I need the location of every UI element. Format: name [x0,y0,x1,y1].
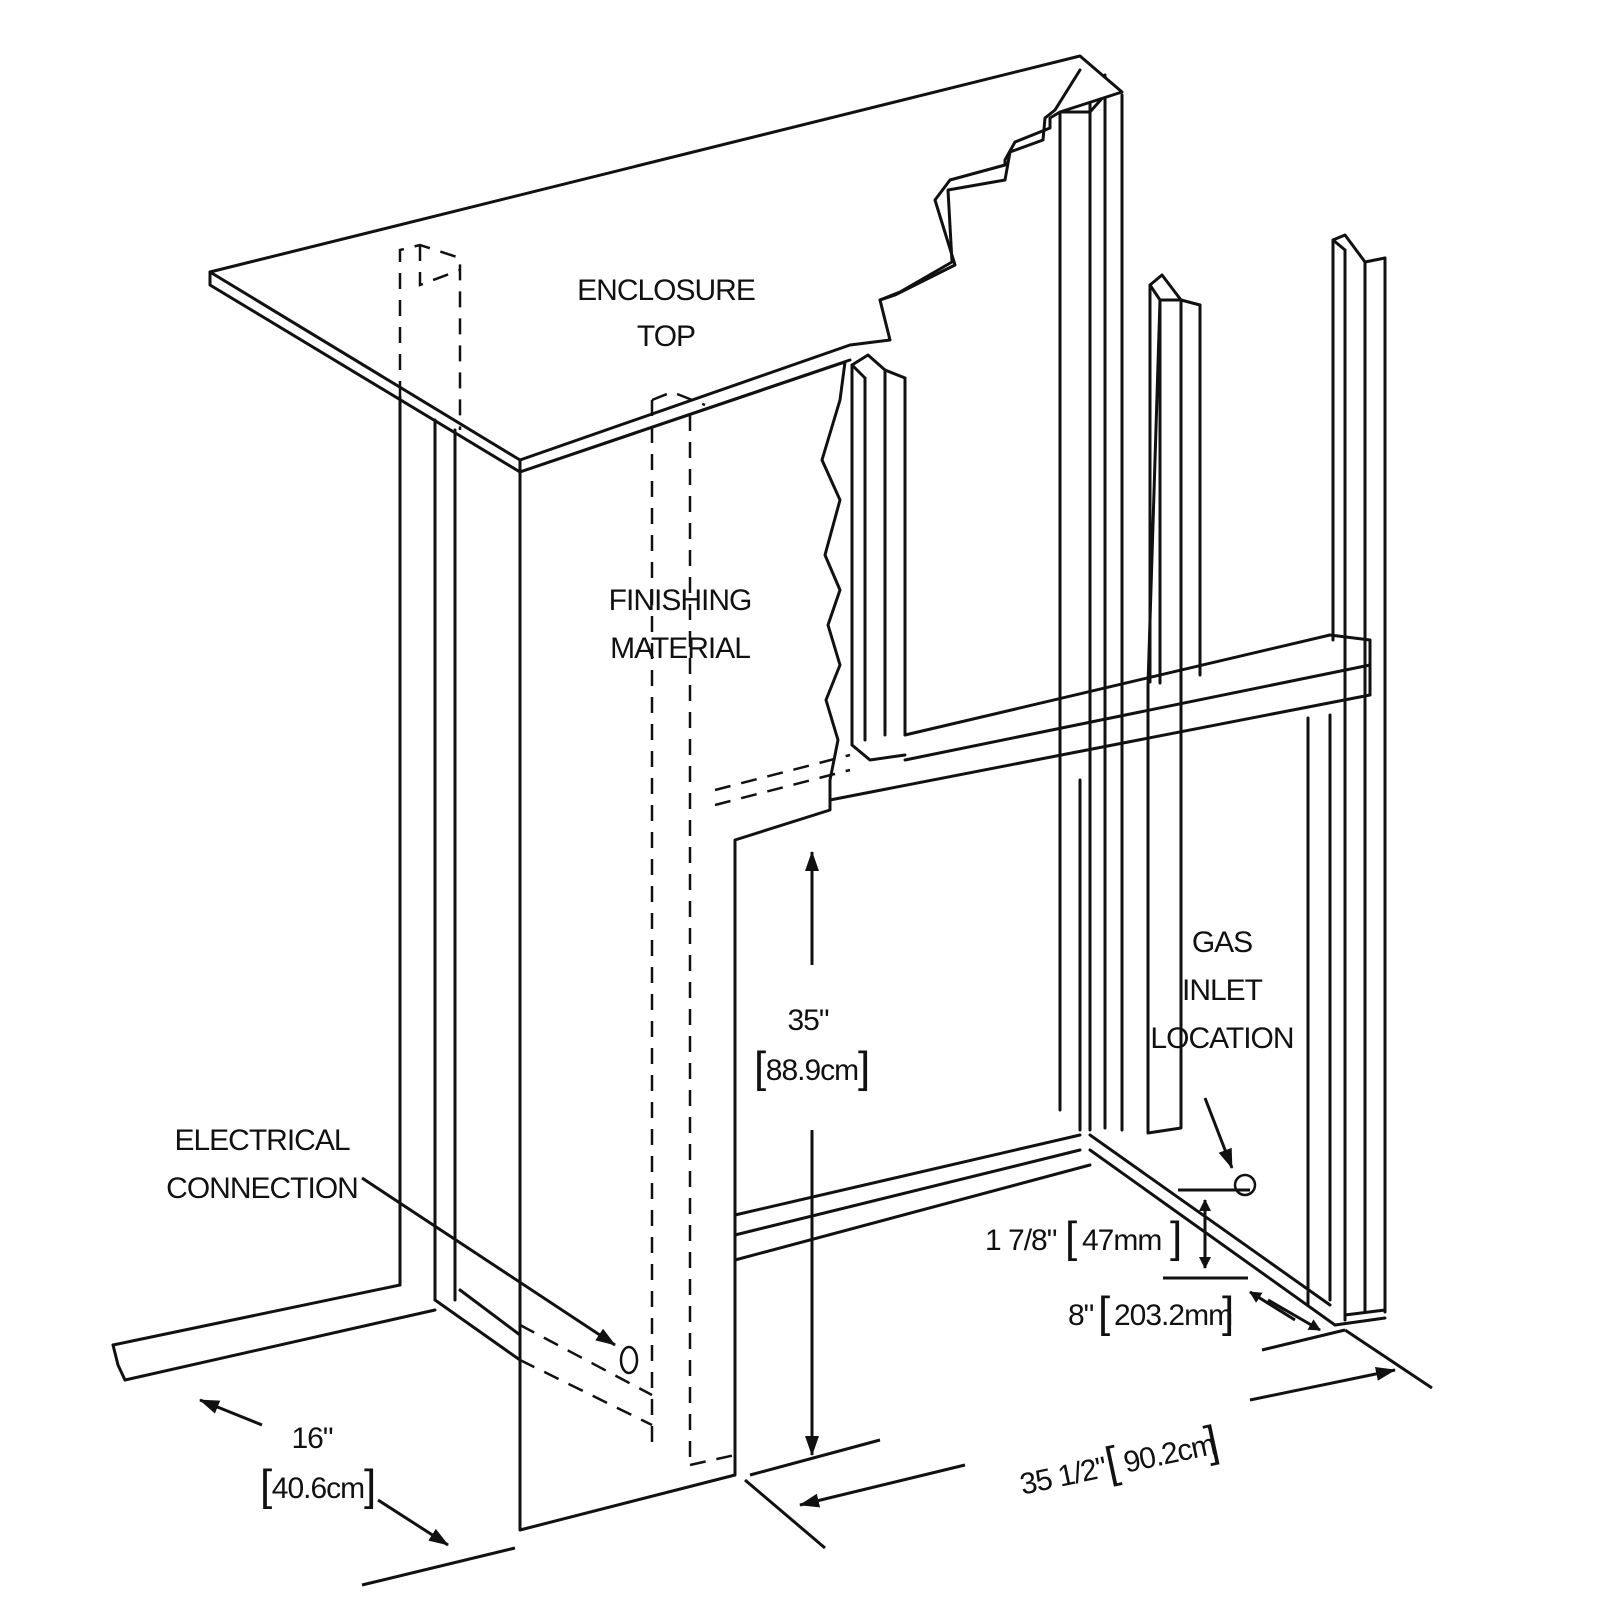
svg-text:8": 8" [1068,1299,1094,1332]
svg-text:INLET: INLET [1182,974,1263,1007]
label-finishing-material: FINISHING MATERIAL [609,584,753,665]
svg-text:ENCLOSURE: ENCLOSURE [577,274,755,307]
svg-text:88.9cm: 88.9cm [766,1054,858,1087]
svg-text:CONNECTION: CONNECTION [166,1172,358,1205]
dimension-height: 35" [ 88.9cm ] [749,851,881,1477]
svg-text:[: [ [1065,1213,1077,1262]
svg-text:203.2mm: 203.2mm [1114,1299,1232,1332]
dimension-depth: 16" [ 40.6cm ] [199,1398,516,1587]
finishing-panel [518,353,907,1532]
label-enclosure-top: ENCLOSURE TOP [577,274,756,353]
svg-text:[: [ [1098,1288,1110,1337]
svg-text:ELECTRICAL: ELECTRICAL [174,1124,349,1157]
svg-text:MATERIAL: MATERIAL [610,632,750,665]
svg-text:]: ] [1170,1213,1182,1262]
svg-text:[: [ [260,1461,272,1510]
svg-text:LOCATION: LOCATION [1150,1022,1293,1055]
right-framing [828,73,1387,1327]
firebox-opening [733,1133,1092,1262]
svg-text:35": 35" [787,1004,828,1037]
enclosure-top [208,54,1124,474]
svg-text:]: ] [858,1043,870,1092]
svg-text:GAS: GAS [1192,926,1252,959]
dimension-gas-offset: 8" [ 203.2mm ] [1068,1288,1346,1352]
svg-text:]: ] [1222,1288,1234,1337]
svg-text:FINISHING: FINISHING [609,584,752,617]
label-electrical-connection: ELECTRICAL CONNECTION [166,1124,359,1205]
svg-text:35 1/2": 35 1/2" [1017,1451,1109,1501]
dimension-width: 35 1/2" [ 90.2cm ] [744,1328,1433,1550]
svg-text:16": 16" [291,1422,332,1455]
svg-text:]: ] [364,1461,376,1510]
svg-text:40.6cm: 40.6cm [272,1472,364,1505]
electrical-marker [361,1176,639,1375]
left-framing [111,395,522,1382]
svg-text:[: [ [754,1043,766,1092]
dimension-gas-height: 1 7/8" [ 47mm ] [985,1188,1250,1280]
gas-inlet-marker [1203,1097,1257,1197]
hidden-framing [398,243,851,1467]
svg-text:47mm: 47mm [1082,1224,1161,1257]
label-gas-inlet: GAS INLET LOCATION [1150,926,1294,1055]
svg-text:1 7/8": 1 7/8" [985,1224,1057,1257]
svg-text:TOP: TOP [637,320,695,353]
